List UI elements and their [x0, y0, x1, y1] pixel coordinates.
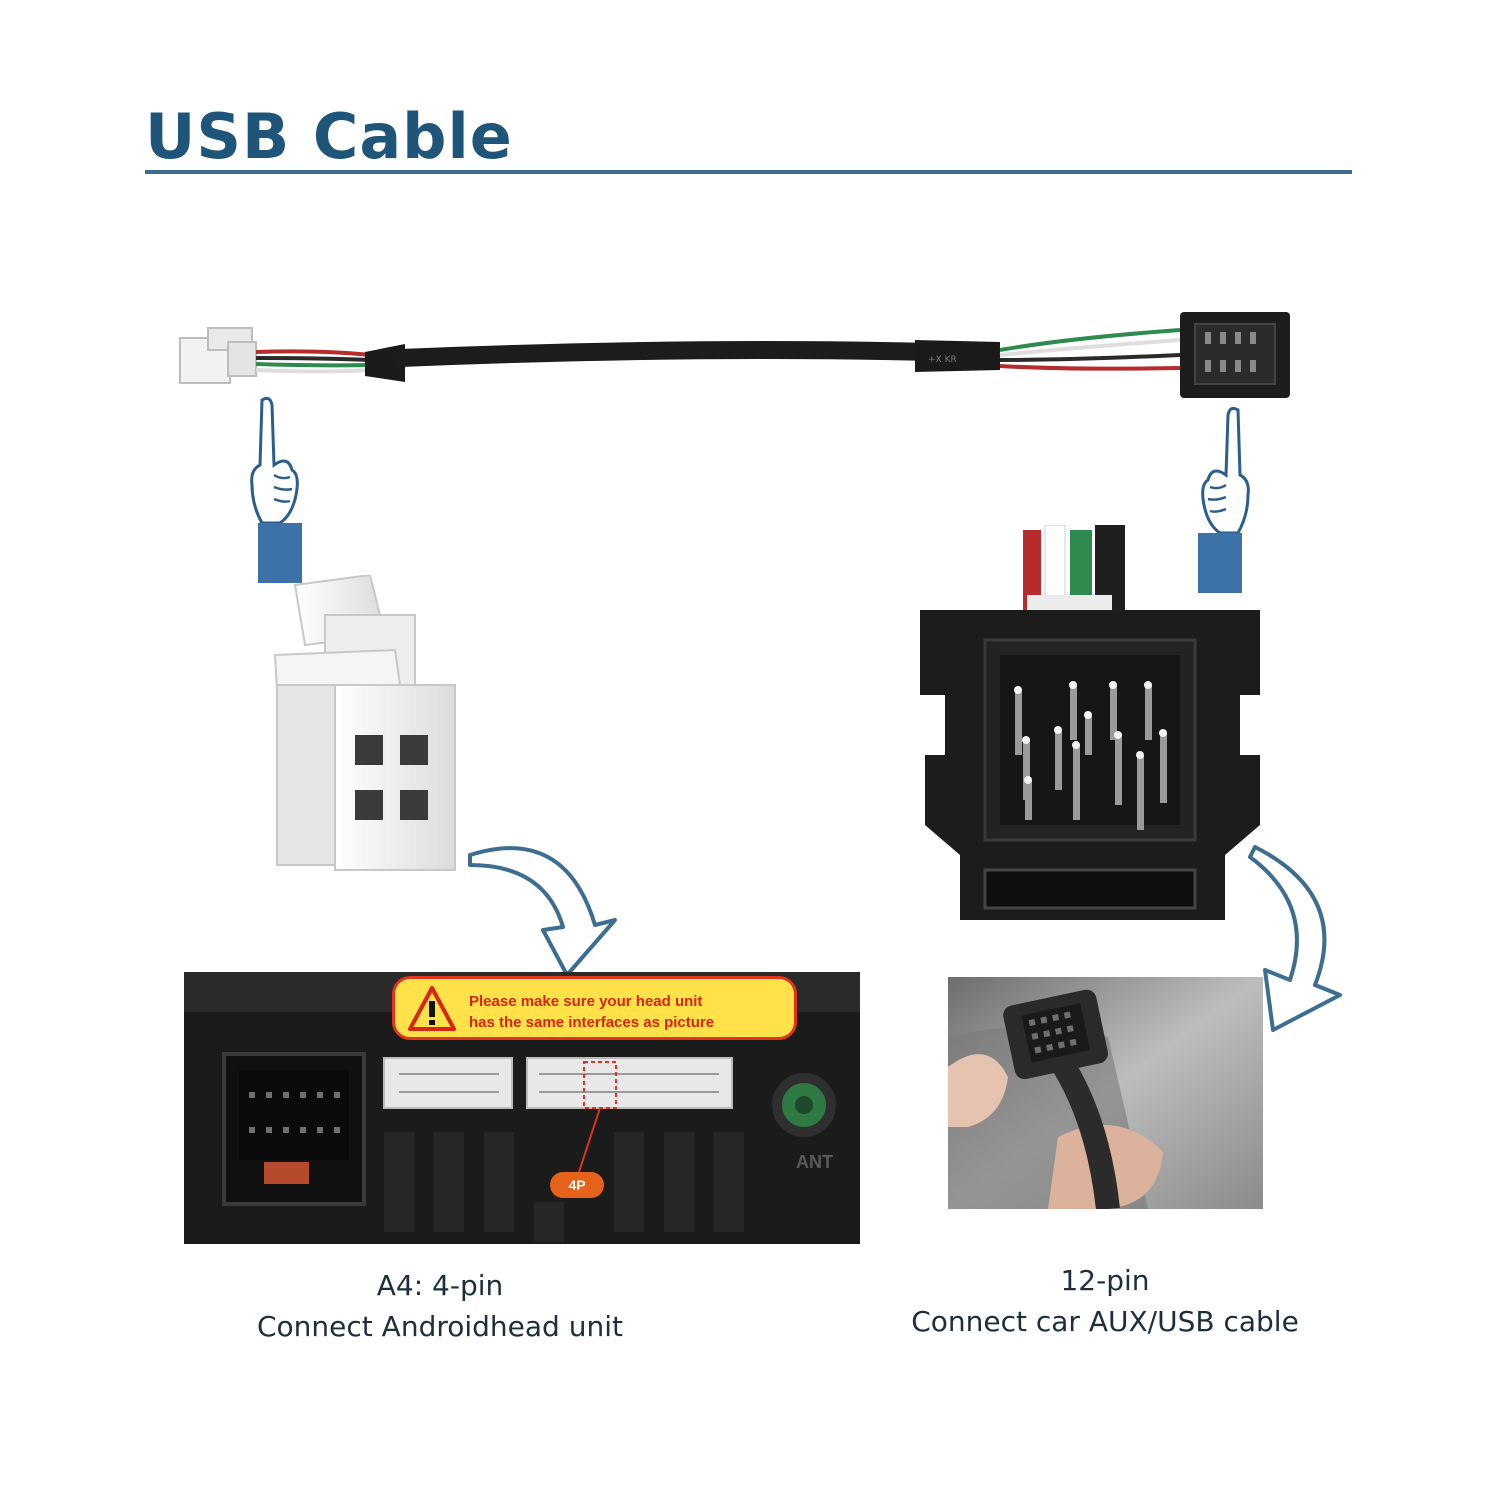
head-unit-back-photo: Please make sure your head unit has the …	[184, 972, 860, 1244]
warning-line: has the same interfaces as picture	[469, 1014, 715, 1031]
warning-text: Please make sure your head unit has the …	[469, 991, 799, 1033]
left-caption-line1: A4: 4-pin	[376, 1269, 504, 1302]
page-title: USB Cable	[145, 100, 513, 173]
4-pin-plug-photo	[273, 575, 456, 871]
right-caption: 12-pin Connect car AUX/USB cable	[880, 1260, 1330, 1342]
warning-banner: Please make sure your head unit has the …	[392, 976, 797, 1040]
left-caption-line2: Connect Androidhead unit	[257, 1310, 623, 1343]
svg-text:+X KR: +X KR	[928, 355, 957, 365]
4p-badge: 4P	[550, 1172, 604, 1198]
12-pin-connector-photo	[920, 525, 1260, 920]
pointing-hand-icon	[250, 396, 302, 583]
warning-line: Please make sure your head unit	[469, 993, 703, 1010]
curved-arrow-icon	[468, 846, 617, 977]
ant-label: ANT	[796, 1152, 833, 1172]
right-caption-line2: Connect car AUX/USB cable	[911, 1305, 1299, 1338]
warning-triangle-icon	[408, 986, 456, 1031]
pointing-hand-icon	[1198, 406, 1250, 593]
left-caption: A4: 4-pin Connect Androidhead unit	[200, 1265, 680, 1347]
usb-cable-photo: +X KR	[179, 312, 1290, 398]
car-aux-usb-photo	[948, 977, 1263, 1209]
curved-arrow-icon	[1248, 845, 1342, 1032]
title-divider	[145, 170, 1352, 174]
right-caption-line1: 12-pin	[1060, 1264, 1150, 1297]
